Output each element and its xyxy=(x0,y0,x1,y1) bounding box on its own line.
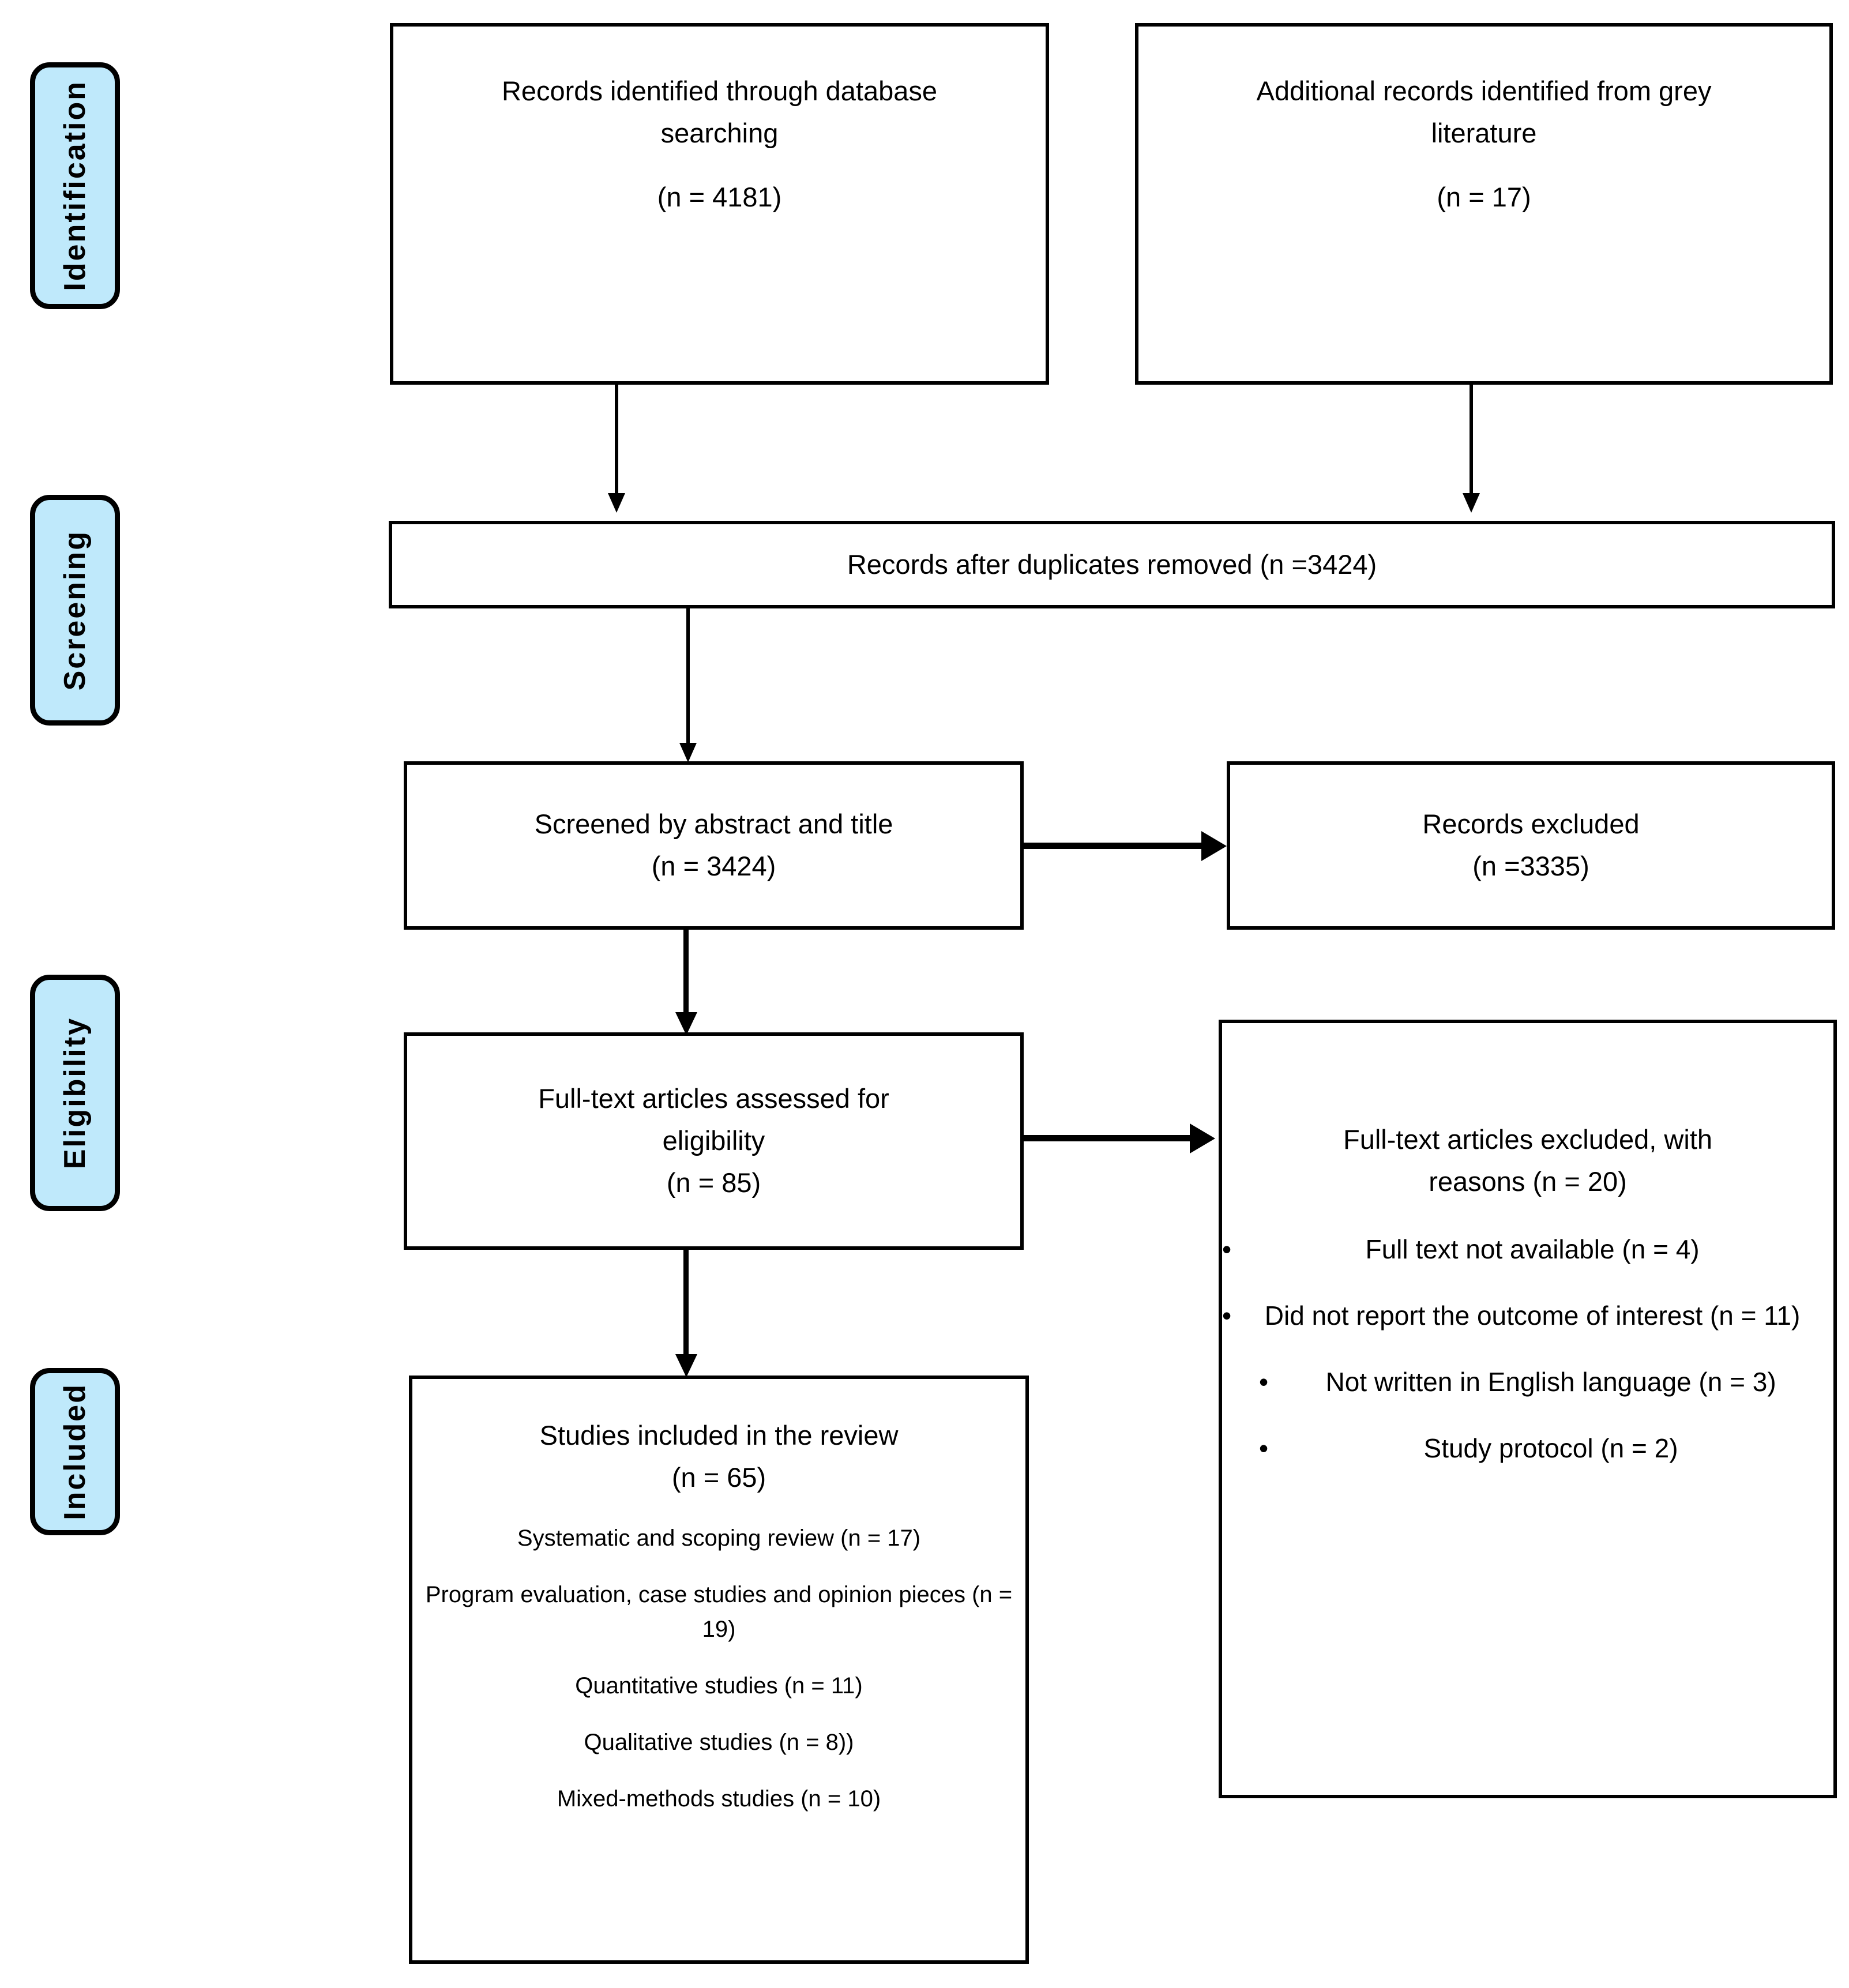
box-fulltext-excluded: Full-text articles excluded, with reason… xyxy=(1219,1020,1837,1798)
exclusion-reason-row: • Not written in English language (n = 3… xyxy=(1222,1362,1833,1402)
arrowhead-database-to-duplicates xyxy=(608,493,625,513)
box-duplicates-removed: Records after duplicates removed (n =342… xyxy=(389,521,1835,608)
arrowhead-screened-to-excluded xyxy=(1201,831,1227,861)
studies-included-line1: Studies included in the review xyxy=(539,1420,899,1450)
exclusion-reason-text: Study protocol (n = 2) xyxy=(1423,1433,1678,1463)
fulltext-assessed-line1: Full-text articles assessed for xyxy=(538,1083,889,1114)
box-studies-included: Studies included in the review (n = 65) … xyxy=(409,1376,1029,1964)
connector-grey-to-duplicates xyxy=(1470,385,1473,498)
stage-label-identification: Identification xyxy=(58,80,92,291)
studies-included-count: (n = 65) xyxy=(671,1461,766,1493)
records-excluded-count: (n =3335) xyxy=(1472,851,1589,881)
stage-pill-included: Included xyxy=(30,1368,120,1535)
box-fulltext-assessed: Full-text articles assessed for eligibil… xyxy=(404,1032,1024,1250)
stage-pill-screening: Screening xyxy=(30,495,120,726)
database-records-count: (n = 4181) xyxy=(657,181,782,212)
arrowhead-fulltext-to-excluded xyxy=(1190,1123,1215,1153)
exclusion-reason-text: Full text not available (n = 4) xyxy=(1365,1234,1700,1264)
fulltext-excluded-line1: Full-text articles excluded, with xyxy=(1343,1124,1712,1155)
connector-screened-to-excluded xyxy=(1024,843,1202,849)
stage-label-eligibility: Eligibility xyxy=(58,1016,92,1170)
duplicates-removed-line1: Records after duplicates removed (n =342… xyxy=(847,548,1377,580)
exclusion-reason-row: • Study protocol (n = 2) xyxy=(1222,1429,1833,1468)
connector-duplicates-to-screened xyxy=(686,608,690,747)
exclusion-reason-row: • Did not report the outcome of interest… xyxy=(1222,1296,1833,1336)
arrowhead-fulltext-to-included xyxy=(675,1354,697,1377)
exclusion-reason-text: Not written in English language (n = 3) xyxy=(1325,1366,1776,1397)
screened-count: (n = 3424) xyxy=(651,851,776,881)
bullet-icon: • xyxy=(1222,1234,1232,1264)
box-grey-literature: Additional records identified from grey … xyxy=(1135,23,1833,385)
bullet-icon: • xyxy=(1259,1366,1269,1397)
grey-literature-count: (n = 17) xyxy=(1437,181,1531,212)
grey-literature-line1: Additional records identified from grey xyxy=(1256,76,1712,106)
box-records-excluded: Records excluded (n =3335) xyxy=(1227,761,1835,930)
arrowhead-grey-to-duplicates xyxy=(1463,493,1480,513)
included-breakdown-item: Systematic and scoping review (n = 17) xyxy=(517,1525,921,1551)
stage-label-included: Included xyxy=(58,1383,92,1520)
arrowhead-screened-to-fulltext xyxy=(675,1012,697,1035)
connector-database-to-duplicates xyxy=(615,385,618,498)
stage-label-screening: Screening xyxy=(58,529,92,691)
fulltext-excluded-line2: reasons (n = 20) xyxy=(1429,1166,1627,1197)
database-records-line1: Records identified through database xyxy=(501,76,938,106)
records-excluded-line1: Records excluded xyxy=(1422,809,1640,840)
arrowhead-duplicates-to-screened xyxy=(679,743,697,762)
included-breakdown-item: Qualitative studies (n = 8)) xyxy=(584,1729,854,1755)
stage-pill-identification: Identification xyxy=(30,62,120,309)
grey-literature-line2: literature xyxy=(1431,117,1537,148)
bullet-icon: • xyxy=(1222,1300,1232,1331)
connector-fulltext-to-excluded xyxy=(1024,1135,1191,1141)
fulltext-assessed-line2: eligibility xyxy=(662,1125,765,1156)
stage-pill-eligibility: Eligibility xyxy=(30,975,120,1211)
included-breakdown-item: Mixed-methods studies (n = 10) xyxy=(557,1786,881,1812)
included-breakdown-item: Quantitative studies (n = 11) xyxy=(575,1673,863,1698)
included-breakdown-item: Program evaluation, case studies and opi… xyxy=(425,1581,1013,1642)
bullet-icon: • xyxy=(1259,1433,1269,1463)
database-records-line2: searching xyxy=(660,117,779,148)
box-database-records: Records identified through database sear… xyxy=(390,23,1049,385)
connector-fulltext-to-included xyxy=(683,1250,689,1358)
fulltext-assessed-count: (n = 85) xyxy=(666,1167,761,1198)
box-screened: Screened by abstract and title (n = 3424… xyxy=(404,761,1024,930)
exclusion-reason-row: • Full text not available (n = 4) xyxy=(1222,1230,1833,1269)
screened-line1: Screened by abstract and title xyxy=(534,809,893,840)
exclusion-reason-text: Did not report the outcome of interest (… xyxy=(1264,1300,1801,1331)
connector-screened-to-fulltext xyxy=(683,930,689,1016)
